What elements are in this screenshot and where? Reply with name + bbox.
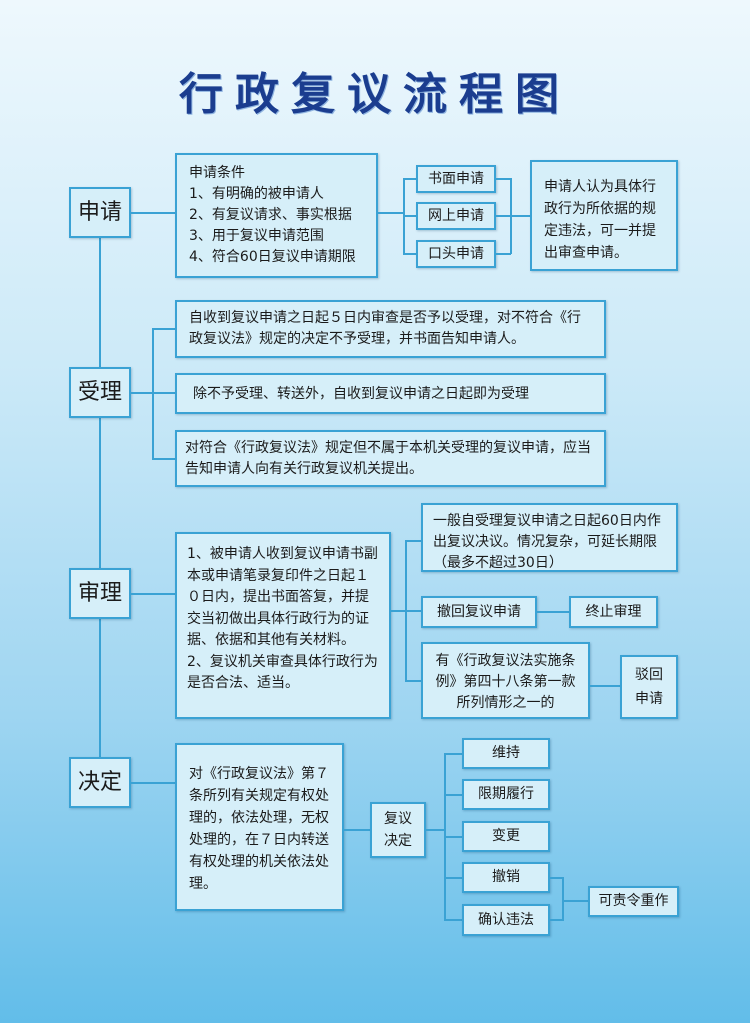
connector bbox=[444, 836, 462, 838]
review-reject-condition: 有《行政复议法实施条例》第四十八条第一款所列情形之一的 bbox=[421, 642, 590, 719]
connector bbox=[405, 540, 421, 542]
connector bbox=[403, 253, 416, 255]
connector bbox=[496, 215, 530, 217]
connector bbox=[562, 900, 588, 902]
connector bbox=[152, 328, 175, 330]
page-title: 行政复议流程图 bbox=[179, 69, 571, 120]
outcome-revoke: 撤销 bbox=[462, 862, 550, 893]
connector bbox=[131, 593, 175, 595]
connector bbox=[131, 782, 175, 784]
connector bbox=[496, 178, 511, 180]
connector bbox=[426, 829, 445, 831]
connector bbox=[496, 253, 511, 255]
connector bbox=[152, 458, 175, 460]
outcome-maintain: 维持 bbox=[462, 738, 550, 769]
review-terminate: 终止审理 bbox=[569, 596, 658, 628]
outcome-illegal: 确认违法 bbox=[462, 904, 550, 936]
condition-item: 4、符合60日复议申请期限 bbox=[189, 249, 356, 265]
stage-review: 审理 bbox=[69, 568, 131, 619]
connector bbox=[403, 215, 416, 217]
connector bbox=[550, 877, 563, 879]
connector bbox=[344, 829, 370, 831]
accept-reject-item: 自收到复议申请之日起５日内审查是否予以受理，对不符合《行政复议法》规定的决定不予… bbox=[175, 300, 606, 358]
review-withdraw: 撤回复议申请 bbox=[421, 596, 537, 628]
connector bbox=[444, 919, 462, 921]
connector bbox=[378, 212, 404, 214]
connector bbox=[152, 328, 154, 459]
connector bbox=[444, 877, 462, 879]
connector bbox=[550, 919, 563, 921]
condition-item: 1、有明确的被申请人 bbox=[189, 186, 324, 202]
connector bbox=[131, 212, 175, 214]
method-online: 网上申请 bbox=[416, 202, 496, 230]
method-oral: 口头申请 bbox=[416, 240, 496, 268]
accept-transfer-item: 对符合《行政复议法》规定但不属于本机关受理的复议申请，应当告知申请人向有关行政复… bbox=[175, 430, 606, 487]
connector bbox=[562, 877, 564, 921]
method-written: 书面申请 bbox=[416, 165, 496, 193]
decide-main: 对《行政复议法》第７条所列有关规定有权处理的，依法处理，无权处理的，在７日内转送… bbox=[175, 743, 344, 911]
stage-apply: 申请 bbox=[69, 187, 131, 238]
review-main: 1、被申请人收到复议申请书副本或申请笔录复印件之日起１０日内，提出书面答复，并提… bbox=[175, 532, 391, 719]
accept-item: 除不予受理、转送外，自收到复议申请之日起即为受理 bbox=[175, 373, 606, 414]
connector bbox=[444, 753, 462, 755]
stage-decide: 决定 bbox=[69, 757, 131, 808]
stage-accept: 受理 bbox=[69, 367, 131, 418]
connector bbox=[444, 794, 462, 796]
decision-box: 复议决定 bbox=[370, 802, 426, 858]
outcome-perform: 限期履行 bbox=[462, 779, 550, 810]
connector bbox=[391, 610, 406, 612]
apply-conditions: 申请条件 1、有明确的被申请人 2、有复议请求、事实根据 3、用于复议申请范围 … bbox=[175, 153, 378, 278]
condition-heading: 申请条件 bbox=[189, 165, 245, 181]
condition-item: 2、有复议请求、事实根据 bbox=[189, 207, 352, 223]
review-deadline: 一般自受理复议申请之日起60日内作出复议决议。情况复杂，可延长期限（最多不超过3… bbox=[421, 503, 678, 572]
connector bbox=[405, 680, 421, 682]
outcome-change: 变更 bbox=[462, 821, 550, 852]
spine-line bbox=[99, 237, 101, 757]
connector bbox=[403, 178, 416, 180]
connector bbox=[590, 685, 620, 687]
redo-box: 可责令重作 bbox=[588, 886, 679, 917]
review-reject: 驳回申请 bbox=[620, 655, 678, 719]
apply-note: 申请人认为具体行政行为所依据的规定违法，可一并提出审查申请。 bbox=[530, 160, 678, 271]
connector bbox=[405, 610, 421, 612]
condition-item: 3、用于复议申请范围 bbox=[189, 228, 324, 244]
connector bbox=[537, 611, 569, 613]
